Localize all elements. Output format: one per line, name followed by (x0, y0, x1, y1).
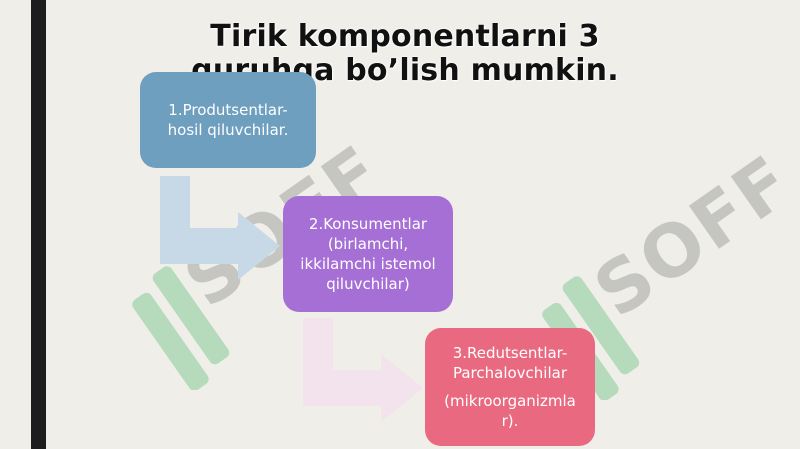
box-decomposers: 3.Redutsentlar- Parchalovchilar (mikroor… (425, 328, 595, 446)
box-consumers-line-3: ikkilamchi istemol (300, 255, 436, 273)
title-line-1: Tirik komponentlarni 3 (210, 19, 600, 54)
box-producers: 1.Produtsentlar- hosil qiluvchilar. (140, 72, 316, 168)
box-consumers-line-2: (birlamchi, (327, 235, 409, 253)
box-producers-line-1: 1.Produtsentlar- (168, 101, 288, 119)
arrow-1-to-2 (160, 176, 280, 280)
box-decomposers-line-3: (mikroorganizmla (444, 392, 576, 410)
box-consumers-line-1: 2.Konsumentlar (308, 215, 428, 233)
box-consumers: 2.Konsumentlar (birlamchi, ikkilamchi is… (283, 196, 453, 312)
left-border-bar (31, 0, 46, 449)
arrow-2-to-3 (303, 318, 423, 422)
box-producers-line-2: hosil qiluvchilar. (167, 121, 289, 139)
svg-text:SOFF: SOFF (579, 139, 780, 334)
box-decomposers-line-4: r). (501, 412, 519, 430)
box-consumers-line-4: qiluvchilar) (326, 275, 410, 293)
box-decomposers-line-1: 3.Redutsentlar- (452, 344, 568, 362)
box-decomposers-line-2: Parchalovchilar (452, 364, 568, 382)
